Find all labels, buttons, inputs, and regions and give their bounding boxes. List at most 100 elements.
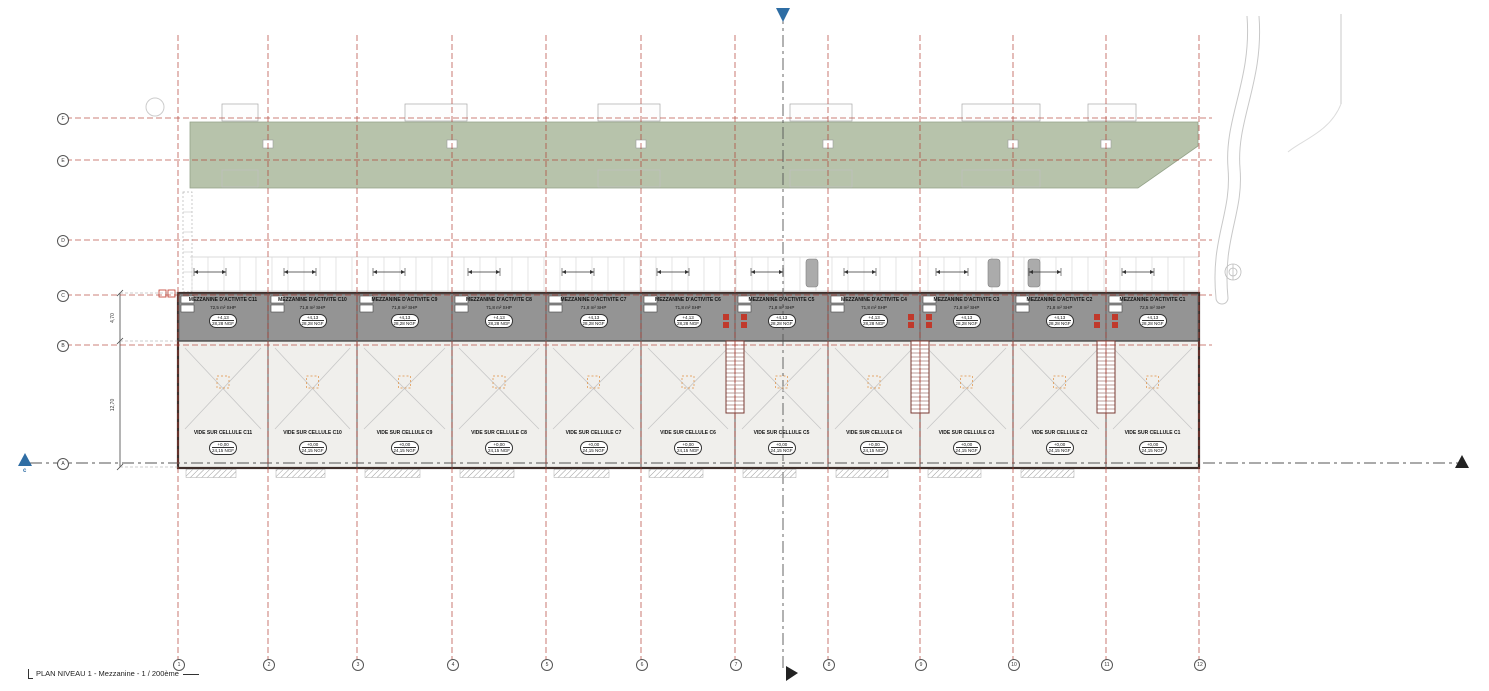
roof-hatch-marker xyxy=(216,375,230,389)
vide-label: VIDE SUR CELLULE C3 xyxy=(938,430,995,436)
grid-bubble-column: 6 xyxy=(636,659,648,671)
mezzanine-area: 71,8 m² SHP xyxy=(391,305,418,310)
mezzanine-label: MEZZANINE D'ACTIVITE C7 xyxy=(560,297,627,303)
grid-bubble-column: 7 xyxy=(730,659,742,671)
mezzanine-label: MEZZANINE D'ACTIVITE C5 xyxy=(748,297,815,303)
vide-label: VIDE SUR CELLULE C4 xyxy=(846,430,902,436)
mezzanine-label: MEZZANINE D'ACTIVITE C10 xyxy=(278,297,347,303)
roof-brace xyxy=(458,347,540,430)
vide-label: VIDE SUR CELLULE C1 xyxy=(1124,430,1181,436)
ngf-value: 28,28 NGF xyxy=(301,320,324,327)
door-markers-left xyxy=(158,289,176,298)
cell-tag-box xyxy=(270,304,285,313)
fire-door-marker xyxy=(1094,314,1100,320)
level-value: +0,00 xyxy=(1053,442,1066,447)
road-curve xyxy=(1214,14,1342,305)
section-arrow-bottom xyxy=(786,666,798,681)
roof-box xyxy=(404,103,468,122)
vide-label: VIDE SUR CELLULE C5 xyxy=(753,430,810,436)
grid-bubble-column: 1 xyxy=(173,659,185,671)
green-roof-area xyxy=(189,121,1199,189)
mezzanine-area: 72,5 m² SHP xyxy=(210,305,236,310)
mezzanine-area: 71,8 m² SHP xyxy=(1046,305,1073,310)
cell-tag-box xyxy=(830,304,845,313)
ngf-value: 28,28 NGF xyxy=(488,320,511,327)
section-arrow-top xyxy=(776,8,790,22)
level-value: +0,00 xyxy=(682,442,694,447)
mezzanine-label: MEZZANINE D'ACTIVITE C4 xyxy=(841,297,907,303)
loading-dock xyxy=(185,469,237,478)
mezzanine-label: MEZZANINE D'ACTIVITE C2 xyxy=(1026,297,1093,303)
roof-brace xyxy=(184,347,262,430)
ngf-value: 28,28 NGF xyxy=(1141,320,1164,327)
level-value: +0,00 xyxy=(775,442,788,447)
roof-box xyxy=(221,169,259,188)
grid-bubble-row: E xyxy=(57,155,69,167)
vide-label: VIDE SUR CELLULE C11 xyxy=(193,430,253,436)
roof-brace xyxy=(741,347,822,430)
arrowhead xyxy=(590,270,594,274)
ngf-value: 28,28 NGF xyxy=(955,320,978,327)
roof-box xyxy=(597,169,661,188)
arrowhead xyxy=(312,270,316,274)
cell-tag-box xyxy=(830,295,845,304)
ngf-value: 24,15 NGF xyxy=(212,447,235,454)
fire-door-marker xyxy=(1112,314,1118,320)
grid-bubble-column: 12 xyxy=(1194,659,1206,671)
roof-hatch-marker xyxy=(775,375,788,389)
level-value: +4,13 xyxy=(217,315,229,320)
fire-door-marker xyxy=(723,314,729,320)
cell-tag-box xyxy=(1108,304,1123,313)
drawing-title: PLAN NIVEAU 1 - Mezzanine - 1 / 200ème xyxy=(28,669,199,680)
grid-bubble-column: 8 xyxy=(823,659,835,671)
mezzanine-area: 71,8 m² SHP xyxy=(580,305,607,310)
tree-symbol xyxy=(145,97,165,117)
ngf-value: 28,28 NGF xyxy=(770,320,793,327)
roof-brace xyxy=(363,347,446,430)
vide-label: VIDE SUR CELLULE C8 xyxy=(471,430,527,436)
level-value: +0,00 xyxy=(960,442,973,447)
car-symbol xyxy=(1027,258,1041,288)
ngf-value: 24,15 NGF xyxy=(677,447,700,454)
grid-bubble-column: 11 xyxy=(1101,659,1113,671)
roof-hatch-marker xyxy=(306,375,319,389)
loading-dock xyxy=(553,469,610,478)
roof-brace xyxy=(274,347,351,430)
level-value: +4,13 xyxy=(775,315,788,320)
fire-door-marker xyxy=(1094,322,1100,328)
vide-label: VIDE SUR CELLULE C2 xyxy=(1031,430,1088,436)
mezzanine-area: 71,8 m² SHP xyxy=(953,305,980,310)
arrowhead xyxy=(779,270,783,274)
ngf-value: 24,15 NGF xyxy=(582,447,605,454)
ngf-value: 28,28 NGF xyxy=(582,320,605,327)
level-value: +4,13 xyxy=(306,315,319,320)
fire-door-marker xyxy=(741,314,747,320)
level-value: +4,13 xyxy=(960,315,973,320)
roof-hatch-marker xyxy=(681,375,695,389)
ngf-value: 28,28 NGF xyxy=(863,320,886,327)
section-arrow-right xyxy=(1455,455,1469,468)
roof-box xyxy=(789,169,853,188)
cell-tag-box xyxy=(643,295,658,304)
grid-bubble-column: 4 xyxy=(447,659,459,671)
cell-tag-box xyxy=(1108,295,1123,304)
cell-tag-box xyxy=(737,295,752,304)
mezzanine-label: MEZZANINE D'ACTIVITE C3 xyxy=(933,297,1000,303)
level-value: +0,00 xyxy=(217,442,229,447)
arrowhead xyxy=(657,270,661,274)
arrowhead xyxy=(194,270,198,274)
spiral-stair-icon xyxy=(1224,263,1242,281)
roof-hatch-marker xyxy=(398,375,411,389)
arrowhead xyxy=(872,270,876,274)
mezzanine-label: MEZZANINE D'ACTIVITE C11 xyxy=(188,297,258,303)
arrowhead xyxy=(751,270,755,274)
